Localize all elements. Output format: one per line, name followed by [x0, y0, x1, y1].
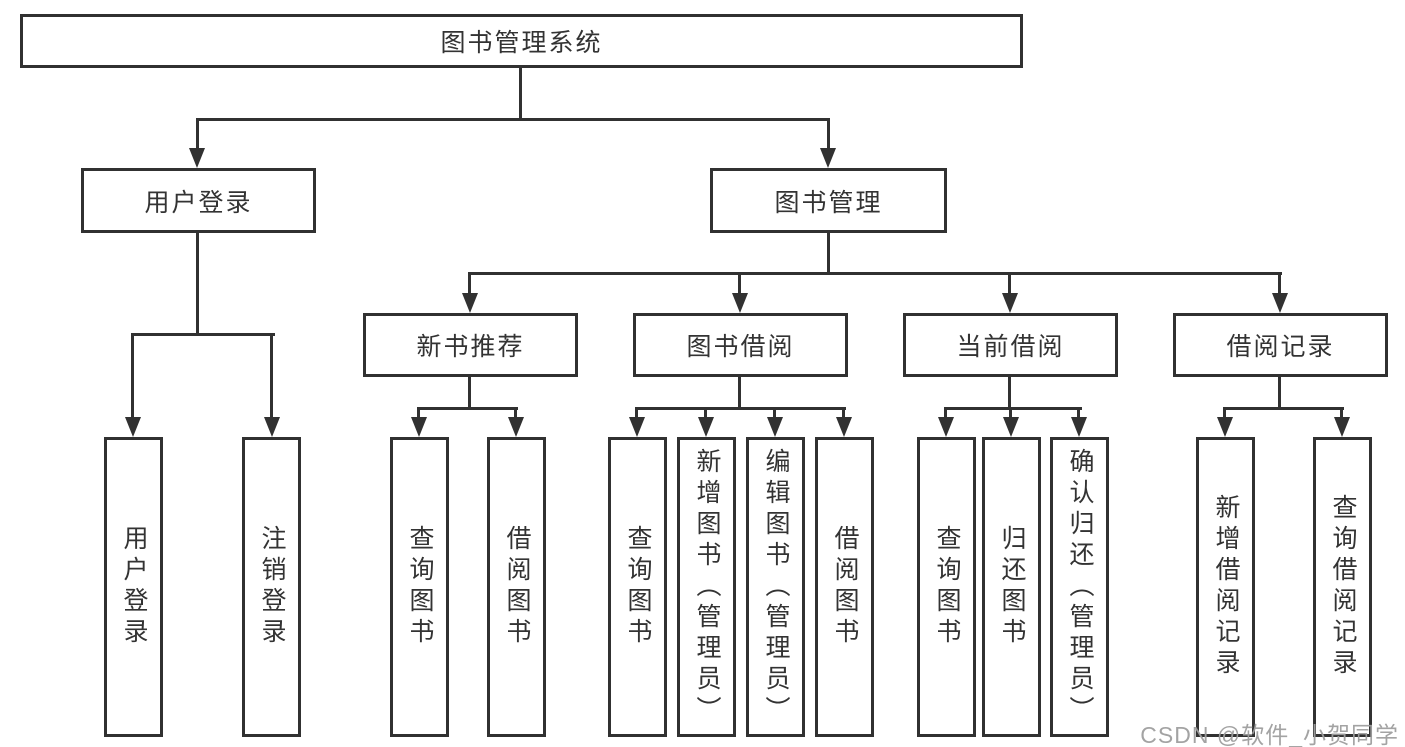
leaf-user-login: 用户登录 [104, 437, 163, 737]
connector-line [1278, 272, 1281, 293]
connector-line [773, 407, 776, 417]
connector-line [1008, 272, 1011, 293]
arrowhead-icon [1334, 417, 1350, 437]
arrowhead-icon [1272, 293, 1288, 313]
leaf-label: 用户登录 [120, 525, 148, 649]
leaf-records-add-record: 新增借阅记录 [1196, 437, 1255, 737]
connector-line [1340, 407, 1343, 417]
leaf-label: 查询图书 [624, 525, 652, 649]
node-user-login-label: 用户登录 [144, 188, 253, 217]
connector-line [270, 333, 273, 417]
node-book-borrow: 图书借阅 [633, 313, 848, 377]
leaf-label: 借阅图书 [831, 525, 859, 649]
leaf-label: 借阅图书 [503, 525, 531, 649]
connector-line [468, 377, 471, 410]
leaf-label: 注销登录 [258, 525, 286, 649]
node-current-borrow-label: 当前借阅 [956, 333, 1065, 361]
node-new-book-rec: 新书推荐 [363, 313, 578, 377]
connector-line [131, 333, 134, 417]
node-root: 图书管理系统 [20, 14, 1023, 68]
arrowhead-icon [264, 417, 280, 437]
connector-line [704, 407, 707, 417]
arrowhead-icon [732, 293, 748, 313]
arrowhead-icon [508, 417, 524, 437]
leaf-records-query-record: 查询借阅记录 [1313, 437, 1372, 737]
connector-line [1223, 407, 1344, 410]
leaf-newrec-borrow-book: 借阅图书 [487, 437, 546, 737]
connector-line [944, 407, 947, 417]
connector-line [1008, 377, 1011, 410]
arrowhead-icon [698, 417, 714, 437]
connector-line [738, 377, 741, 410]
leaf-borrow-edit-book-admin: 编辑图书（管理员） [746, 437, 805, 737]
leaf-label: 归还图书 [998, 525, 1026, 649]
arrowhead-icon [125, 417, 141, 437]
node-book-borrow-label: 图书借阅 [686, 333, 795, 361]
leaf-borrow-query-book: 查询图书 [608, 437, 667, 737]
leaf-label: 查询图书 [933, 525, 961, 649]
connector-line [635, 407, 846, 410]
leaf-current-return-book: 归还图书 [982, 437, 1041, 737]
leaf-newrec-query-book: 查询图书 [390, 437, 449, 737]
connector-line [514, 407, 517, 417]
leaf-label: 编辑图书（管理员） [762, 447, 790, 727]
node-current-borrow: 当前借阅 [903, 313, 1118, 377]
connector-line [417, 407, 420, 417]
arrowhead-icon [836, 417, 852, 437]
watermark: CSDN @软件_小贺同学 [1140, 716, 1399, 747]
leaf-borrow-borrow-book: 借阅图书 [815, 437, 874, 737]
connector-line [827, 233, 830, 275]
connector-line [944, 407, 1082, 410]
node-book-mgmt: 图书管理 [710, 168, 947, 233]
connector-line [842, 407, 845, 417]
arrowhead-icon [1002, 293, 1018, 313]
arrowhead-icon [411, 417, 427, 437]
connector-line [1223, 407, 1226, 417]
arrowhead-icon [1003, 417, 1019, 437]
leaf-current-query-book: 查询图书 [917, 437, 976, 737]
arrowhead-icon [938, 417, 954, 437]
leaf-label: 新增借阅记录 [1212, 494, 1240, 680]
node-borrow-records: 借阅记录 [1173, 313, 1388, 377]
connector-line [519, 68, 522, 121]
connector-line [196, 118, 830, 121]
leaf-borrow-add-book-admin: 新增图书（管理员） [677, 437, 736, 737]
node-borrow-records-label: 借阅记录 [1226, 333, 1335, 361]
arrowhead-icon [462, 293, 478, 313]
node-book-mgmt-label: 图书管理 [774, 188, 883, 217]
leaf-label: 查询借阅记录 [1329, 494, 1357, 680]
arrowhead-icon [1217, 417, 1233, 437]
node-new-book-rec-label: 新书推荐 [416, 333, 525, 361]
connector-line [635, 407, 638, 417]
connector-line [738, 272, 741, 293]
connector-line [131, 333, 275, 336]
connector-line [1009, 407, 1012, 417]
connector-line [468, 272, 1282, 275]
connector-line [196, 233, 199, 336]
leaf-label: 确认归还（管理员） [1066, 447, 1094, 727]
leaf-label: 新增图书（管理员） [693, 447, 721, 727]
connector-line [417, 407, 518, 410]
arrowhead-icon [629, 417, 645, 437]
arrowhead-icon [189, 148, 205, 168]
leaf-label: 查询图书 [406, 525, 434, 649]
connector-line [1077, 407, 1080, 417]
arrowhead-icon [820, 148, 836, 168]
arrowhead-icon [767, 417, 783, 437]
leaf-current-confirm-return-admin: 确认归还（管理员） [1050, 437, 1109, 737]
connector-line [196, 118, 199, 148]
arrowhead-icon [1071, 417, 1087, 437]
node-root-label: 图书管理系统 [440, 29, 603, 57]
watermark-text: CSDN @软件_小贺同学 [1140, 722, 1399, 747]
node-user-login: 用户登录 [81, 168, 316, 233]
leaf-logout: 注销登录 [242, 437, 301, 737]
connector-line [1278, 377, 1281, 410]
connector-line [468, 272, 471, 293]
connector-line [827, 118, 830, 148]
